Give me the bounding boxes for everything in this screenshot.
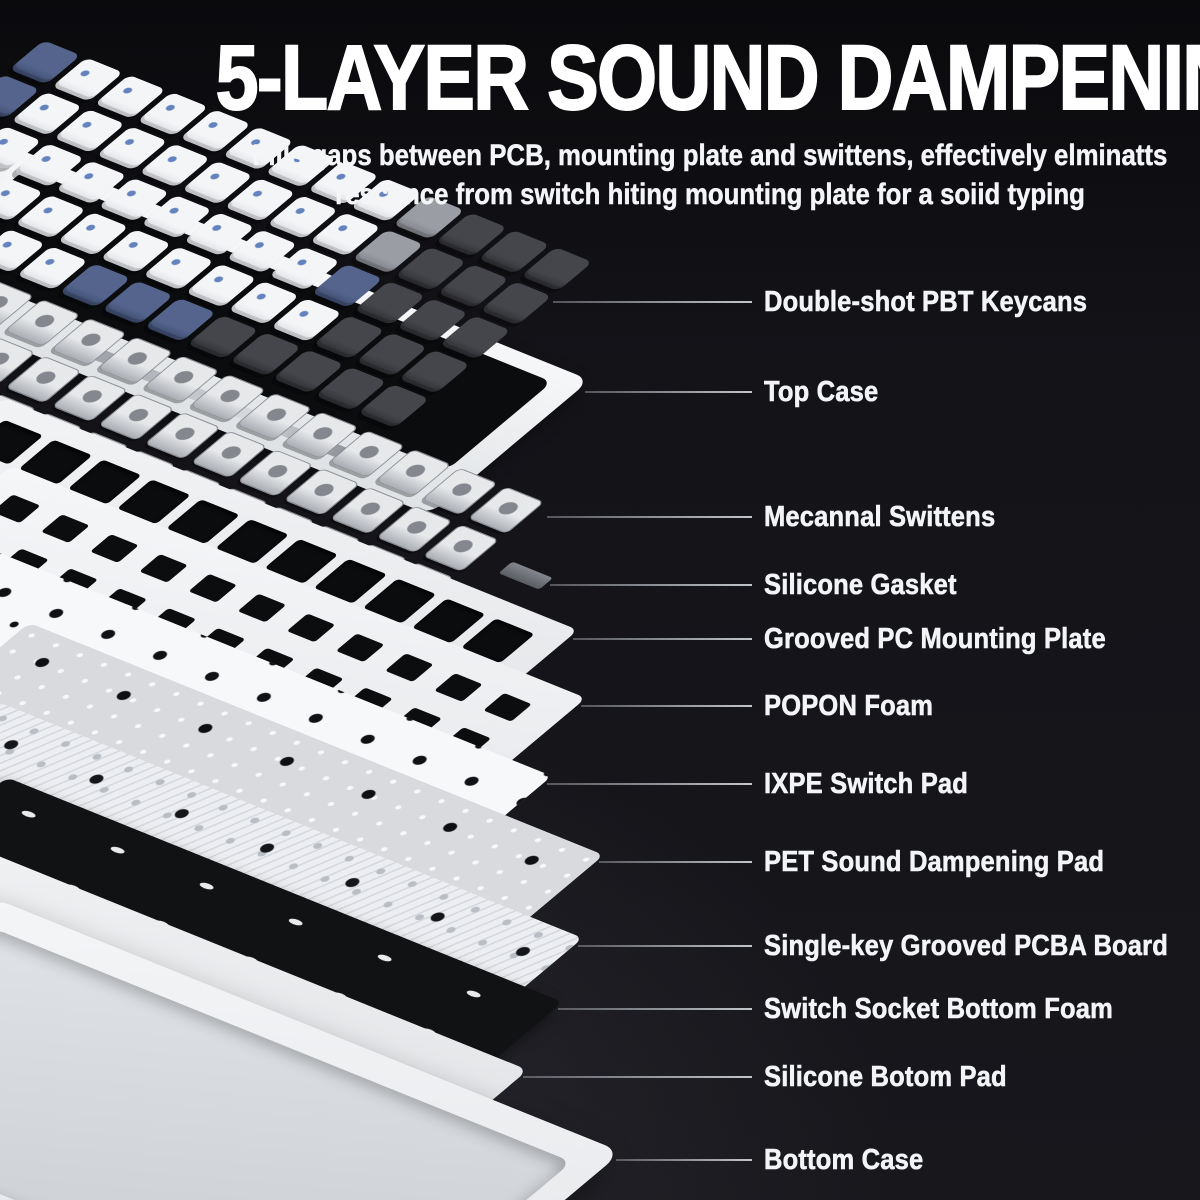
label-keycaps: Double-shot PBT Keycans [764,286,1088,319]
label-switches: Mecannal Swittens [764,501,996,534]
label-pet-pad: PET Sound Dampening Pad [764,846,1105,879]
label-mounting-plate: Grooved PC Mounting Plate [764,623,1106,656]
leader-line [523,1076,752,1078]
subtitle-line-1: Fills gaps between PCB, mounting plate a… [252,139,1168,173]
leader-line [558,1008,752,1010]
leader-line [581,705,752,707]
page-title: 5-LAYER SOUND DAMPENING [215,26,1200,130]
foam-cutout [434,673,483,702]
leader-line [599,861,752,863]
foam-cutout [237,593,287,623]
leader-line [578,945,752,947]
foam-cutout [483,692,532,722]
leader-line [553,301,752,303]
leader-line [616,1159,752,1161]
leader-line [550,584,752,586]
label-bottom-case: Bottom Case [764,1144,924,1177]
leader-line [573,638,752,640]
foam-cutout [384,653,434,682]
leader-line [547,516,752,518]
label-popon-foam: POPON Foam [764,690,934,723]
label-switch-socket-foam: Switch Socket Bottom Foam [764,993,1113,1026]
foam-cutout [90,534,139,563]
label-top-case: Top Case [764,376,879,409]
foam-cutout [286,613,336,643]
leader-line [547,783,752,785]
label-silicone-bottom-pad: Silicone Botom Pad [764,1061,1007,1094]
foam-cutout [188,573,238,603]
layer-silicone-gasket [498,561,553,590]
label-pcba-board: Single-key Grooved PCBA Board [764,930,1169,963]
foam-cutout [139,553,188,583]
foam-cutout [335,633,385,663]
label-silicone-gasket: Silicone Gasket [764,569,957,602]
subtitle-line-2: resconce from switch hiting mounting pla… [335,178,1085,212]
foam-cutout [0,494,41,524]
subtitle: Fills gaps between PCB, mounting plate a… [237,136,1183,214]
foam-cutout [41,514,90,543]
leader-line [585,391,752,393]
label-ixpe-switch-pad: IXPE Switch Pad [764,768,969,801]
